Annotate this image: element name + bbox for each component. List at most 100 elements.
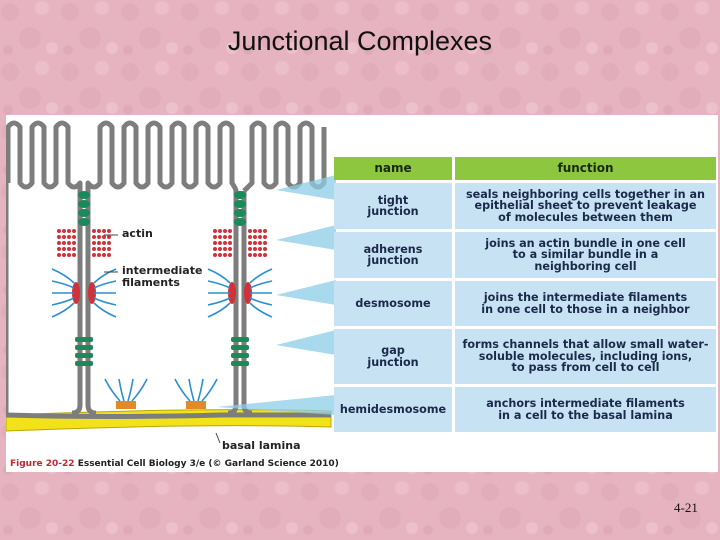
gap-junction-channel bbox=[75, 361, 93, 366]
row-function-gap-junction: forms channels that allow small water- s… bbox=[455, 329, 716, 384]
actin-filament-dot bbox=[102, 247, 106, 251]
gap-junction-channel bbox=[231, 361, 249, 366]
intermediate-filament bbox=[174, 378, 191, 402]
table-row: tight junction seals neighboring cells t… bbox=[334, 183, 716, 229]
actin-filament-dot bbox=[107, 229, 111, 233]
tight-junction-strand bbox=[78, 218, 90, 226]
intermediate-filament bbox=[249, 302, 273, 318]
actin-filament-dot bbox=[223, 229, 227, 233]
actin-filament-dot bbox=[263, 235, 267, 239]
actin-filament-dot bbox=[62, 253, 66, 257]
intermediate-filament bbox=[188, 378, 195, 402]
actin-filament-dot bbox=[57, 229, 61, 233]
table-row: gap junction forms channels that allow s… bbox=[334, 329, 716, 384]
page-number: 4-21 bbox=[674, 500, 698, 515]
intermediate-filament bbox=[201, 378, 218, 402]
intermediate-filament bbox=[118, 378, 125, 402]
actin-filament-dot bbox=[107, 253, 111, 257]
junction-marks bbox=[51, 191, 273, 409]
actin-filament-dot bbox=[228, 241, 232, 245]
actin-filament-dot bbox=[253, 247, 257, 251]
actin-filament-dot bbox=[97, 253, 101, 257]
actin-filament-dot bbox=[253, 241, 257, 245]
gap-junction-channel bbox=[75, 337, 93, 342]
intermediate-filament bbox=[51, 268, 75, 284]
actin-filament-dot bbox=[263, 241, 267, 245]
actin-filament-dot bbox=[62, 229, 66, 233]
row-function-desmosome: joins the intermediate filaments in one … bbox=[455, 281, 716, 326]
actin-filament-dot bbox=[228, 229, 232, 233]
row-name-adherens-junction: adherens junction bbox=[334, 232, 452, 278]
actin-filament-dot bbox=[213, 241, 217, 245]
actin-filament-dot bbox=[67, 247, 71, 251]
basal-lamina-leader bbox=[215, 432, 221, 444]
actin-filament-dot bbox=[263, 229, 267, 233]
actin-filament-dot bbox=[107, 235, 111, 239]
actin-filament-dot bbox=[213, 235, 217, 239]
actin-filament-dot bbox=[97, 229, 101, 233]
actin-filament-dot bbox=[253, 229, 257, 233]
gap-junction-channel bbox=[231, 345, 249, 350]
intermediate-filament bbox=[131, 378, 148, 402]
actin-filament-dot bbox=[218, 235, 222, 239]
intermediate-filament bbox=[207, 280, 231, 289]
intermediate-filament bbox=[51, 297, 75, 306]
intermediate-filament bbox=[93, 280, 117, 289]
intermediate-filament bbox=[207, 302, 231, 318]
gap-junction-channel bbox=[75, 345, 93, 350]
actin-filament-dot bbox=[248, 235, 252, 239]
actin-filament-dot bbox=[92, 241, 96, 245]
intermediate-filaments-label: intermediate filaments bbox=[122, 264, 203, 289]
actin-filament-dot bbox=[57, 241, 61, 245]
tight-junction-strand bbox=[78, 200, 90, 208]
actin-filament-dot bbox=[248, 241, 252, 245]
actin-filament-dot bbox=[102, 253, 106, 257]
tight-junction-strand bbox=[234, 200, 246, 208]
intermediate-filament bbox=[51, 280, 75, 289]
actin-filament-dot bbox=[228, 253, 232, 257]
intermediate-filament bbox=[51, 302, 75, 318]
actin-filament-dot bbox=[228, 247, 232, 251]
row-name-hemidesmosome: hemidesmosome bbox=[334, 387, 452, 432]
junction-table: name function tight junction seals neigh… bbox=[334, 157, 716, 435]
actin-filament-dot bbox=[92, 247, 96, 251]
figure-caption: Figure 20-22 Essential Cell Biology 3/e … bbox=[10, 459, 339, 469]
intermediate-filament bbox=[197, 378, 204, 402]
pointer-wedges bbox=[216, 175, 336, 415]
tight-junction-strand bbox=[234, 209, 246, 217]
table-row: desmosome joins the intermediate filamen… bbox=[334, 281, 716, 326]
row-name-desmosome: desmosome bbox=[334, 281, 452, 326]
intermediate-filament bbox=[207, 297, 231, 306]
figure-number: Figure 20-22 bbox=[10, 459, 75, 469]
actin-filament-dot bbox=[223, 241, 227, 245]
actin-filament-dot bbox=[57, 253, 61, 257]
actin-filament-dot bbox=[97, 235, 101, 239]
slide-title: Junctional Complexes bbox=[227, 26, 493, 56]
actin-filament-dot bbox=[223, 247, 227, 251]
actin-filament-dot bbox=[218, 247, 222, 251]
basal-lamina-label: basal lamina bbox=[222, 439, 301, 452]
intermediate-filament bbox=[249, 297, 273, 306]
actin-filament-dot bbox=[248, 229, 252, 233]
cell-membranes bbox=[6, 120, 331, 419]
actin-filament-dot bbox=[97, 247, 101, 251]
intermediate-filament bbox=[207, 268, 231, 284]
intermediate-filament bbox=[93, 302, 117, 318]
gap-junction-channel bbox=[75, 353, 93, 358]
actin-filament-dot bbox=[107, 247, 111, 251]
intermediate-filament bbox=[127, 378, 134, 402]
actin-filament-dot bbox=[92, 229, 96, 233]
row-name-tight-junction: tight junction bbox=[334, 183, 452, 229]
intermediate-filament bbox=[93, 297, 117, 306]
actin-filament-dot bbox=[213, 229, 217, 233]
actin-filament-dot bbox=[258, 247, 262, 251]
tight-junction-strand bbox=[78, 209, 90, 217]
actin-filament-dot bbox=[258, 253, 262, 257]
actin-filament-dot bbox=[248, 253, 252, 257]
actin-filament-dot bbox=[223, 235, 227, 239]
actin-filament-dot bbox=[67, 229, 71, 233]
table-row: hemidesmosome anchors intermediate filam… bbox=[334, 387, 716, 432]
actin-filament-dot bbox=[213, 247, 217, 251]
row-function-adherens-junction: joins an actin bundle in one cell to a s… bbox=[455, 232, 716, 278]
actin-filament-dot bbox=[102, 241, 106, 245]
